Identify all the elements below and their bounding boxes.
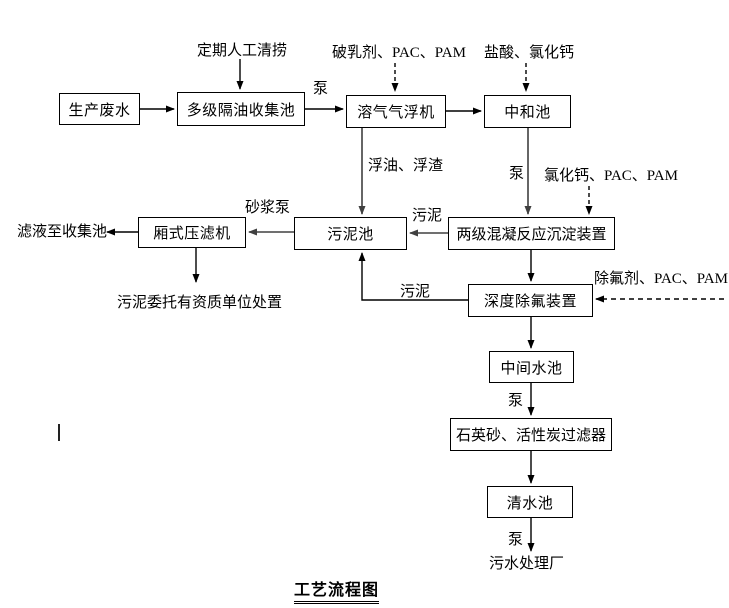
label-sewage-plant: 污水处理厂 [489, 556, 565, 572]
node-daf-machine: 溶气气浮机 [346, 95, 446, 128]
label-filtrate-to-collection: 滤液至收集池 [17, 224, 108, 240]
diagram-title: 工艺流程图 [294, 576, 380, 604]
label-slurry-pump: 砂浆泵 [245, 200, 291, 216]
label-pump-neutralization: 泵 [509, 166, 525, 182]
label-pump-top: 泵 [313, 81, 329, 97]
label-sludge-disposal: 污泥委托有资质单位处置 [117, 295, 283, 311]
label-floating-oil-scum: 浮油、浮渣 [368, 158, 444, 174]
label-pump-outlet: 泵 [508, 532, 524, 548]
stray-text-cursor-mark [58, 424, 60, 441]
node-coagulation-sedimentation: 两级混凝反应沉淀装置 [448, 217, 615, 250]
node-filter-press: 厢式压滤机 [138, 217, 246, 248]
label-pump-intermediate: 泵 [508, 393, 524, 409]
arrow-fluoride-to-sludgetank [358, 252, 468, 301]
node-oil-separation-tank: 多级隔油收集池 [177, 92, 305, 126]
node-clean-water-tank: 清水池 [487, 486, 573, 518]
node-sand-carbon-filter: 石英砂、活性炭过滤器 [450, 418, 612, 451]
label-manual-skimming: 定期人工清捞 [197, 43, 288, 59]
label-demulsifier-pac-pam: 破乳剂、PAC、PAM [332, 45, 466, 61]
node-sludge-tank: 污泥池 [294, 217, 407, 250]
label-fluoride-agent-pac-pam: 除氟剂、PAC、PAM [594, 271, 728, 287]
label-sludge-from-fluoride: 污泥 [400, 284, 431, 300]
node-intermediate-tank: 中间水池 [489, 351, 574, 383]
label-sludge-from-coagulation: 污泥 [412, 208, 443, 224]
node-fluoride-removal: 深度除氟装置 [468, 284, 593, 317]
label-cacl2-pac-pam: 氯化钙、PAC、PAM [544, 168, 678, 184]
label-hcl-cacl2: 盐酸、氯化钙 [484, 45, 575, 61]
node-production-wastewater: 生产废水 [59, 93, 140, 125]
node-neutralization-tank: 中和池 [484, 95, 571, 128]
